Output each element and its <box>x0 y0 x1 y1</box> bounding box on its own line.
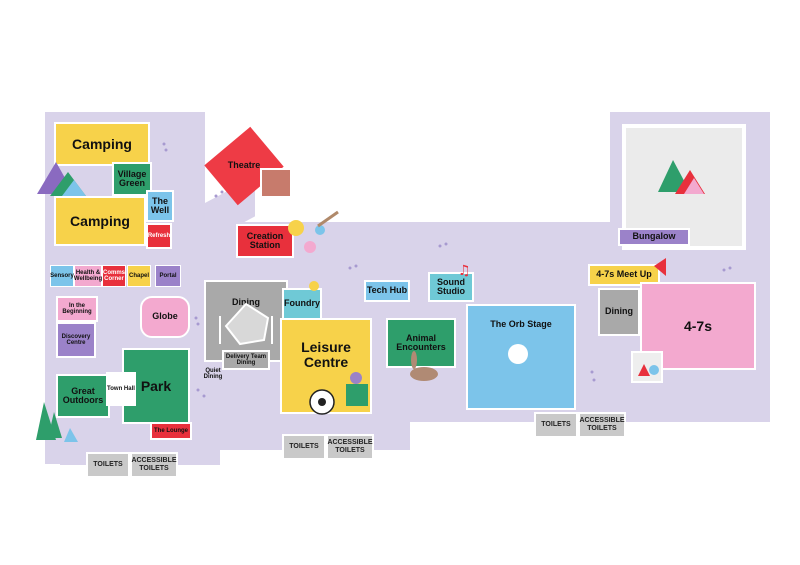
zone-tech-hub[interactable]: Tech Hub <box>364 280 410 302</box>
accessible-toilets-2[interactable]: ACCESSIBLE TOILETS <box>326 434 374 460</box>
toilets-3[interactable]: TOILETS <box>534 412 578 438</box>
accessible-toilets-1[interactable]: ACCESSIBLE TOILETS <box>130 452 178 478</box>
zone-town-hall[interactable]: Town Hall <box>106 372 136 406</box>
zone-sound-studio[interactable]: Sound Studio <box>428 272 474 302</box>
zone-animal-encounters[interactable]: Animal Encounters <box>386 318 456 368</box>
zone-quiet-dining[interactable]: Quiet Dining <box>203 367 223 380</box>
zone-camping-2[interactable]: Camping <box>54 196 146 246</box>
zone-the-lounge[interactable]: The Lounge <box>150 422 192 440</box>
zone-bungalow[interactable]: Bungalow <box>618 228 690 246</box>
zone-four-seven-meetup[interactable]: 4-7s Meet Up <box>588 264 660 286</box>
accessible-toilets-3[interactable]: ACCESSIBLE TOILETS <box>578 412 626 438</box>
zone-dining-2[interactable]: Dining <box>598 288 640 336</box>
toilets-1[interactable]: TOILETS <box>86 452 130 478</box>
zone-delivery-team-dining[interactable]: Delivery Team Dining <box>222 350 270 370</box>
zone-health-wellbeing[interactable]: Health & Wellbeing <box>74 265 102 287</box>
zone-in-the-beginning[interactable]: In the Beginning <box>56 296 98 322</box>
lightbulb-icon <box>309 281 319 291</box>
zone-globe[interactable]: Globe <box>140 296 190 338</box>
toilets-2[interactable]: TOILETS <box>282 434 326 460</box>
zone-village-green[interactable]: Village Green <box>112 162 152 196</box>
orb-icon <box>508 344 528 364</box>
zone-camping-1[interactable]: Camping <box>54 122 150 166</box>
zone-refresh[interactable]: Refresh <box>146 223 172 249</box>
theatre-stage-icon <box>260 168 292 198</box>
zone-portal[interactable]: Portal <box>155 265 181 287</box>
zone-sensory[interactable]: Sensory <box>50 265 74 287</box>
zone-comms-corner[interactable]: Comms Corner <box>102 265 126 287</box>
zone-discovery-centre[interactable]: Discovery Centre <box>56 322 96 358</box>
svg-text:♫: ♫ <box>458 263 471 279</box>
zone-the-well[interactable]: The Well <box>146 190 174 222</box>
zone-creation-station[interactable]: Creation Station <box>236 224 294 258</box>
zone-chapel[interactable]: Chapel <box>127 265 151 287</box>
zone-great-outdoors[interactable]: Great Outdoors <box>56 374 110 418</box>
